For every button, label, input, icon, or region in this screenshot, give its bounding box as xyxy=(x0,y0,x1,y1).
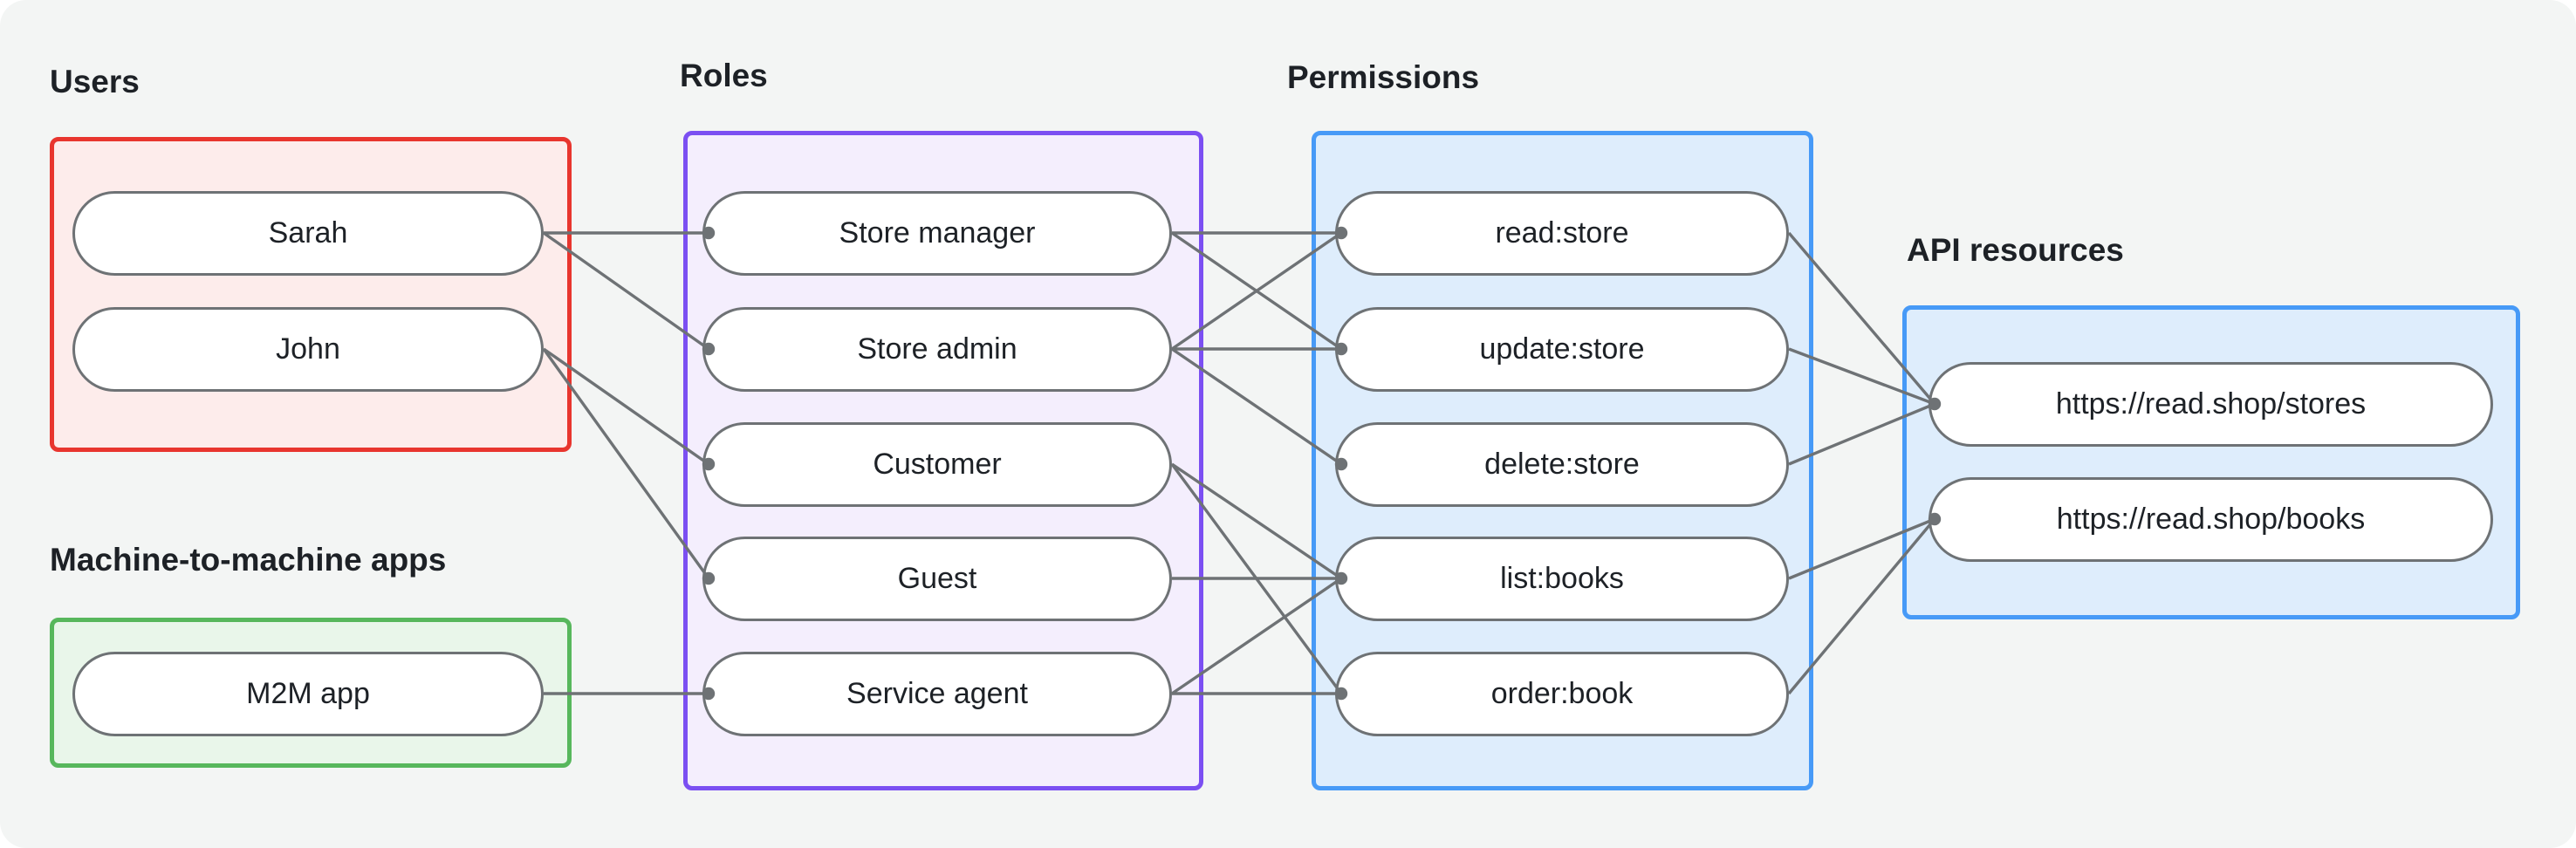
node-label-store_admin: Store admin xyxy=(857,332,1017,366)
node-pill-john: John xyxy=(72,306,544,392)
node-label-customer: Customer xyxy=(873,447,1002,481)
node-pill-customer: Customer xyxy=(702,421,1172,507)
node-label-store_manager: Store manager xyxy=(839,215,1036,250)
node-label-order_book: order:book xyxy=(1490,676,1634,710)
users-group-label: Users xyxy=(50,64,140,99)
node-pill-sarah: Sarah xyxy=(72,190,544,276)
node-label-m2m_app: M2M app xyxy=(246,676,370,710)
api-resources-group-box xyxy=(1902,305,2520,619)
node-pill-service_agent: Service agent xyxy=(702,651,1172,736)
users-group-box xyxy=(50,137,572,452)
roles-group-label: Roles xyxy=(680,58,768,93)
node-pill-store_manager: Store manager xyxy=(702,190,1172,276)
node-label-read_store: read:store xyxy=(1495,215,1629,250)
node-pill-update_store: update:store xyxy=(1335,306,1789,392)
node-label-guest: Guest xyxy=(897,561,977,595)
node-label-stores_api: https://read.shop/stores xyxy=(2055,386,2367,421)
node-label-john: John xyxy=(276,332,340,366)
node-pill-store_admin: Store admin xyxy=(702,306,1172,392)
node-pill-order_book: order:book xyxy=(1335,651,1789,736)
node-pill-m2m_app: M2M app xyxy=(72,651,544,736)
m2m-apps-group-label: Machine-to-machine apps xyxy=(50,542,447,578)
node-pill-stores_api: https://read.shop/stores xyxy=(1929,361,2493,447)
node-pill-books_api: https://read.shop/books xyxy=(1929,476,2493,562)
node-label-sarah: Sarah xyxy=(268,215,348,250)
node-pill-read_store: read:store xyxy=(1335,190,1789,276)
node-pill-delete_store: delete:store xyxy=(1335,421,1789,507)
api-resources-group-label: API resources xyxy=(1907,232,2124,268)
node-label-service_agent: Service agent xyxy=(846,676,1028,710)
node-pill-list_books: list:books xyxy=(1335,536,1789,621)
node-label-delete_store: delete:store xyxy=(1484,447,1640,481)
node-label-books_api: https://read.shop/books xyxy=(2056,502,2366,536)
node-label-update_store: update:store xyxy=(1479,332,1645,366)
node-pill-guest: Guest xyxy=(702,536,1172,621)
node-label-list_books: list:books xyxy=(1500,561,1624,595)
permissions-group-label: Permissions xyxy=(1287,59,1480,95)
